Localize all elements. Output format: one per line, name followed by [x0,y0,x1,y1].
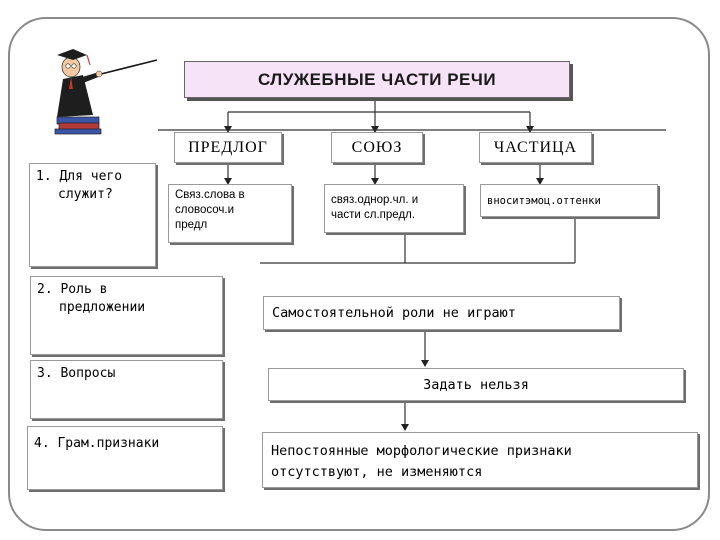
answer-features: Непостоянные морфологические признаки от… [262,432,698,488]
question-1-line1: 1. Для чего [36,169,123,184]
part-predlog-label: ПРЕДЛОГ [188,138,268,156]
purpose-predlog-line3: предл [175,219,208,231]
part-soyuz: СОЮЗ [331,132,423,163]
purpose-soyuz-line1: связ.однор.чл. и [331,194,419,206]
question-2-line2: предложении [59,300,146,315]
answer-questions-text: Задать нельзя [423,376,529,393]
question-2-line1: 2. Роль в [37,282,108,297]
answer-role: Самостоятельной роли не играют [263,296,620,330]
purpose-predlog-line1: Связ.слова в [175,189,245,201]
part-predlog: ПРЕДЛОГ [174,132,282,163]
question-1: 1. Для чего служит? [29,163,156,267]
question-4-line1: 4. Грам.признаки [34,436,160,451]
purpose-chastitsa: вноситэмоц.оттенки [480,184,658,217]
part-chastitsa-label: ЧАСТИЦА [493,138,578,156]
question-3: 3. Вопросы [30,360,223,419]
title-box: СЛУЖЕБНЫЕ ЧАСТИ РЕЧИ [184,61,570,98]
purpose-predlog-line2: словосоч.и [175,204,234,216]
question-1-line2: служит? [58,187,113,202]
title-text: СЛУЖЕБНЫЕ ЧАСТИ РЕЧИ [257,69,497,89]
answer-features-line2: отсутствуют, не изменяются [271,464,483,480]
purpose-soyuz: связ.однор.чл. и части сл.предл. [324,184,464,233]
answer-role-text: Самостоятельной роли не играют [272,305,516,321]
purpose-chastitsa-text: вноситэмоц.оттенки [487,195,601,207]
question-4: 4. Грам.признаки [27,426,223,490]
answer-features-line1: Непостоянные морфологические признаки [271,443,572,459]
purpose-soyuz-line2: части сл.предл. [331,209,416,221]
purpose-predlog: Связ.слова в словосоч.и предл [168,184,292,243]
part-chastitsa: ЧАСТИЦА [479,132,592,163]
teacher-with-pointer-icon [54,49,158,135]
question-2: 2. Роль в предложении [30,276,223,355]
part-soyuz-label: СОЮЗ [351,138,403,156]
question-3-line1: 3. Вопросы [37,366,116,381]
answer-questions: Задать нельзя [268,368,684,401]
